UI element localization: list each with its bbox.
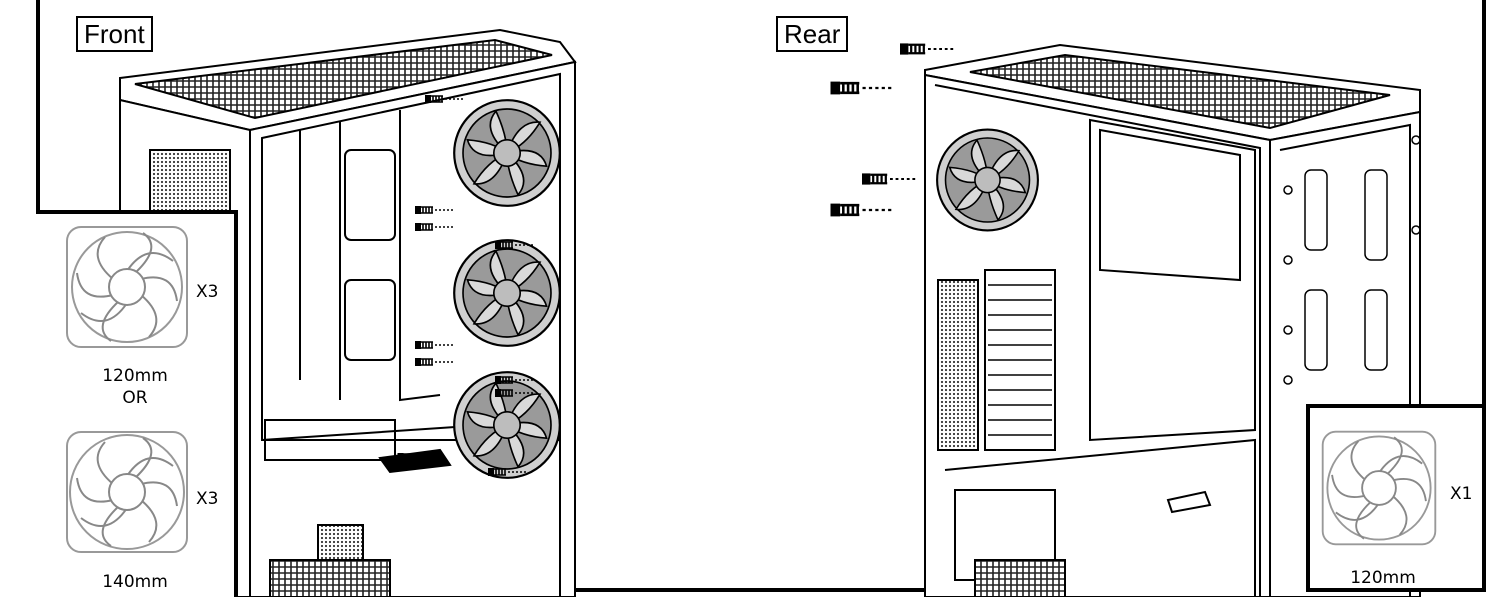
or-separator: OR: [122, 388, 148, 408]
fan-140mm-icon: [66, 431, 188, 553]
rear-fan-size: 120mm: [1350, 568, 1416, 588]
front-fan-1: [452, 98, 562, 208]
rear-fan-count: X1: [1450, 484, 1473, 504]
fan-120mm-icon: [66, 226, 188, 348]
fan-a-count: X3: [196, 282, 219, 302]
front-fan-inset: X3 120mm OR X3 140mm: [36, 210, 238, 597]
rear-fan: [935, 128, 1040, 232]
front-fan-2: [452, 238, 562, 348]
rear-view-label: Rear: [776, 16, 849, 52]
front-view-label: Front: [76, 16, 153, 52]
front-fan-3: [453, 371, 561, 479]
rear-fan-inset: X1 120mm: [1306, 404, 1486, 592]
fan-b-size: 140mm: [102, 572, 168, 592]
fan-120mm-rear-icon: [1321, 430, 1437, 546]
fan-a-size: 120mm: [102, 366, 168, 386]
fan-b-count: X3: [196, 489, 219, 509]
